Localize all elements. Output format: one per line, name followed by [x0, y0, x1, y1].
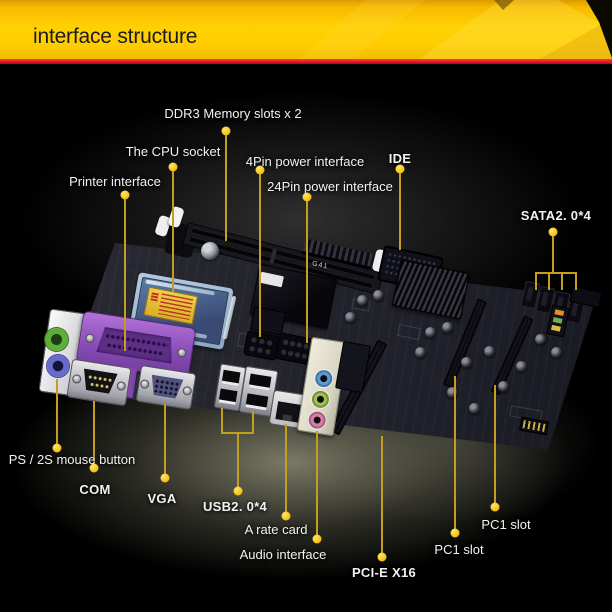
capacitor [469, 403, 480, 414]
vga-port [135, 364, 197, 411]
callout-label-pci-lower: PC1 slot [434, 542, 484, 557]
callout-line-24pin-power [306, 201, 308, 343]
callout-line-pci-lower [454, 376, 456, 529]
callout-dot-audio [312, 534, 322, 544]
callout-label-printer-interface: Printer interface [69, 174, 161, 189]
callout-dot-usb [233, 486, 243, 496]
callout-prong-sata [561, 272, 563, 290]
callout-dot-vga [160, 473, 170, 483]
callout-dot-pci-lower [450, 528, 460, 538]
audio-jack-line-out [310, 389, 331, 410]
callout-line-vga [164, 404, 166, 474]
callout-label-sata: SATA2. 0*4 [520, 208, 592, 223]
callout-line-ddr3-slots [225, 135, 227, 241]
callout-label-audio: Audio interface [239, 547, 327, 562]
callout-dot-4pin-power [255, 165, 265, 175]
callout-dot-ddr3-slots [221, 126, 231, 136]
red-divider-stripe [0, 59, 612, 64]
callout-prong-sata [575, 272, 577, 290]
audio-jack-line-in [314, 368, 334, 389]
capacitor [373, 290, 384, 301]
callout-dot-ide [395, 164, 405, 174]
callout-label-vga: VGA [147, 491, 177, 506]
capacitor [484, 346, 495, 357]
callout-line-sata [552, 236, 554, 273]
header-banner: interface structure [0, 0, 612, 59]
audio-jack-mic [307, 410, 327, 430]
callout-label-rate-card: A rate card [244, 522, 308, 537]
callout-prong-usb [252, 411, 254, 433]
callout-dot-com [89, 463, 99, 473]
callout-line-ide [399, 173, 401, 250]
page-title: interface structure [33, 25, 198, 48]
banner-corner-shadow [494, 0, 514, 10]
callout-dot-cpu-socket [168, 162, 178, 172]
callout-label-cpu-socket: The CPU socket [125, 144, 221, 159]
callout-dot-rate-card [281, 511, 291, 521]
callout-line-4pin-power [259, 174, 261, 337]
callout-dot-sata [548, 227, 558, 237]
callout-prong-sata [535, 272, 537, 290]
capacitor [425, 327, 436, 338]
callout-bracket-sata [536, 272, 577, 274]
capacitor [415, 347, 426, 358]
ps2-mouse-port [45, 328, 68, 351]
callout-line-pcie [381, 436, 383, 553]
capacitor [357, 295, 368, 306]
callout-prong-usb [221, 408, 223, 433]
callout-dot-pci-upper [490, 502, 500, 512]
com-port [66, 358, 132, 407]
callout-label-24pin-power: 24Pin power interface [267, 179, 393, 194]
callout-line-usb [237, 434, 239, 487]
callout-line-printer-interface [124, 199, 126, 351]
capacitor [516, 361, 527, 372]
callout-label-pci-upper: PC1 slot [481, 517, 531, 532]
callout-line-audio [316, 431, 318, 535]
capacitor [442, 322, 453, 333]
capacitor [551, 347, 562, 358]
callout-dot-24pin-power [302, 192, 312, 202]
capacitor [535, 334, 546, 345]
callout-line-ps2 [56, 379, 58, 444]
capacitor [345, 312, 356, 323]
callout-line-cpu-socket [172, 171, 174, 292]
callout-dot-ps2 [52, 443, 62, 453]
callout-label-com: COM [79, 482, 111, 497]
callout-label-ddr3-slots: DDR3 Memory slots x 2 [164, 106, 302, 121]
callout-dot-pcie [377, 552, 387, 562]
callout-dot-printer-interface [120, 190, 130, 200]
capacitor [461, 357, 472, 368]
callout-prong-sata [548, 272, 550, 290]
callout-line-pci-upper [494, 385, 496, 503]
capacitor [447, 387, 458, 398]
callout-line-rate-card [285, 424, 287, 512]
ps2-keyboard-port [47, 355, 69, 377]
capacitor [498, 381, 509, 392]
callout-label-pcie: PCI-E X16 [351, 565, 417, 580]
callout-label-usb: USB2. 0*4 [202, 499, 268, 514]
capacitor [201, 242, 219, 260]
callout-label-ps2: PS / 2S mouse button [8, 452, 136, 467]
